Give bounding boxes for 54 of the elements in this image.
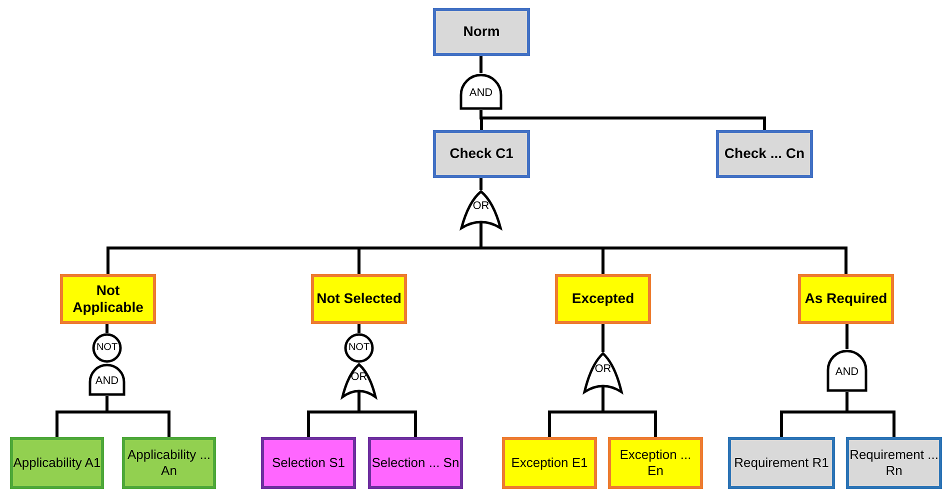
- event-box: [311, 274, 407, 324]
- box-label: Selection S1: [272, 454, 345, 472]
- leaf-box: [608, 437, 703, 489]
- or-gate: [460, 190, 502, 230]
- gate-label: OR: [472, 200, 490, 214]
- connector-line: [480, 110, 766, 130]
- connector-line: [845, 322, 848, 349]
- gate-label: AND: [95, 374, 119, 388]
- connector-line: [106, 396, 170, 437]
- box-label: Exception E1: [511, 454, 588, 472]
- connector-line: [106, 322, 109, 333]
- gate-label: AND: [469, 86, 493, 100]
- box-label: Check C1: [450, 145, 514, 163]
- box-label: Excepted: [572, 290, 634, 308]
- not-gate: [344, 333, 374, 363]
- connector-line: [358, 322, 360, 333]
- box-label: Applicability ... An: [126, 446, 212, 480]
- box-label: Exception ... En: [618, 446, 692, 480]
- box-label: As Required: [804, 290, 888, 308]
- event-box: [798, 274, 894, 324]
- leaf-box: [502, 437, 597, 489]
- box-label: Selection ... Sn: [372, 454, 460, 472]
- or-gate: [341, 363, 377, 399]
- and-gate: [88, 363, 126, 396]
- connector-line: [480, 54, 483, 73]
- leaf-box: [261, 437, 356, 489]
- box-label: Not Applicable: [72, 282, 144, 316]
- and-gate: [826, 349, 868, 392]
- check-box: [716, 130, 813, 178]
- check-box: [433, 130, 530, 178]
- box-label: Norm: [463, 23, 500, 41]
- connector-line: [846, 392, 896, 437]
- not-gate: [92, 333, 122, 363]
- or-gate: [583, 352, 623, 394]
- gate-label: NOT: [348, 342, 370, 354]
- check-box: [433, 8, 530, 56]
- box-label: Requirement ... Rn: [849, 446, 939, 480]
- connector-line: [602, 322, 604, 352]
- gate-label: NOT: [96, 342, 118, 354]
- leaf-box: [846, 437, 942, 489]
- box-label: Applicability A1: [13, 454, 101, 472]
- gate-label: AND: [835, 366, 859, 380]
- leaf-box: [10, 437, 104, 489]
- and-gate: [459, 73, 503, 110]
- leaf-box: [728, 437, 835, 489]
- event-box: [60, 274, 156, 324]
- gate-label: OR: [594, 363, 612, 377]
- box-label: Check ... Cn: [724, 145, 805, 163]
- box-label: Requirement R1: [734, 454, 829, 472]
- event-box: [555, 274, 651, 324]
- box-label: Not Selected: [316, 290, 402, 308]
- connector-line: [480, 176, 483, 190]
- leaf-box: [122, 437, 216, 489]
- leaf-box: [368, 437, 463, 489]
